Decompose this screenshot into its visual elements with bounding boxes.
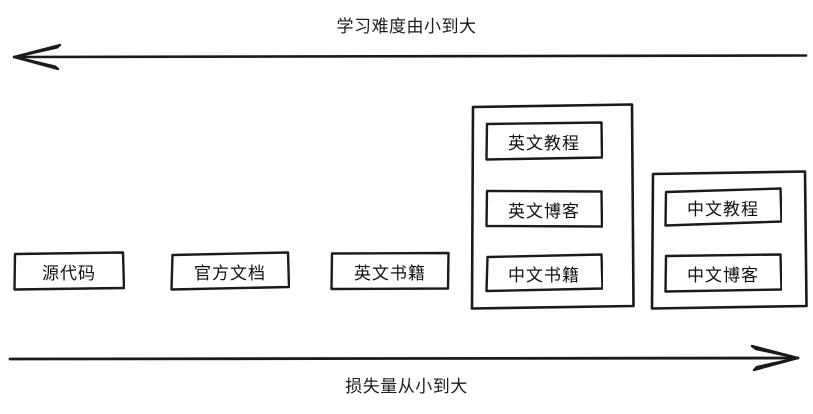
bottom-axis-label: 损失量从小到大 (345, 377, 468, 397)
top-axis-label: 学习难度由小到大 (336, 17, 477, 37)
node-label: 中文教程 (687, 199, 759, 220)
node-label: 官方文档 (194, 263, 266, 284)
group-box-english-mixed: 英文教程 英文博客 中文书籍 (470, 103, 635, 310)
node-chinese-blog[interactable]: 中文博客 (664, 253, 782, 293)
node-chinese-tutorial[interactable]: 中文教程 (664, 187, 782, 227)
node-english-books[interactable]: 英文书籍 (330, 251, 450, 291)
node-label: 英文教程 (508, 133, 580, 154)
arrow-left-icon (12, 43, 808, 71)
node-english-tutorial[interactable]: 英文教程 (485, 121, 603, 161)
group-box-chinese: 中文教程 中文博客 (650, 170, 808, 310)
node-label: 中文博客 (687, 265, 759, 286)
node-english-blog[interactable]: 英文博客 (485, 189, 603, 229)
node-official-docs[interactable]: 官方文档 (170, 251, 290, 291)
node-label: 英文博客 (508, 201, 580, 222)
node-chinese-books[interactable]: 中文书籍 (485, 253, 603, 293)
node-source-code[interactable]: 源代码 (13, 251, 125, 291)
node-label: 英文书籍 (354, 263, 426, 284)
node-label: 中文书籍 (508, 265, 580, 286)
node-label: 源代码 (42, 263, 96, 284)
arrow-right-icon (8, 344, 800, 372)
